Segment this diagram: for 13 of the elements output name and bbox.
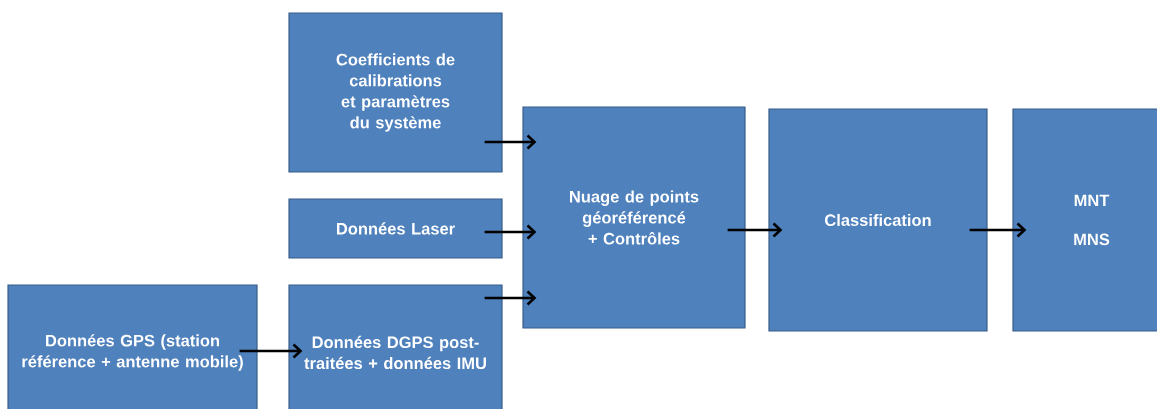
process-box: Données DGPS post-traitées + données IMU [288,284,503,409]
arrow [239,343,303,359]
process-box: Nuage de points géoréférencé + Contrôles [522,106,746,329]
process-box: Classification [768,108,988,332]
arrow [969,222,1027,238]
arrow [484,134,537,150]
process-box: Coefficients de calibrations et paramètres du système [288,12,503,173]
process-box: Données Laser [288,198,503,259]
process-box: Données GPS (station référence + antenne mobile) [7,284,258,409]
arrow [484,224,537,240]
arrow [484,290,537,306]
arrow [727,222,783,238]
process-box: MNT MNS [1012,108,1157,332]
